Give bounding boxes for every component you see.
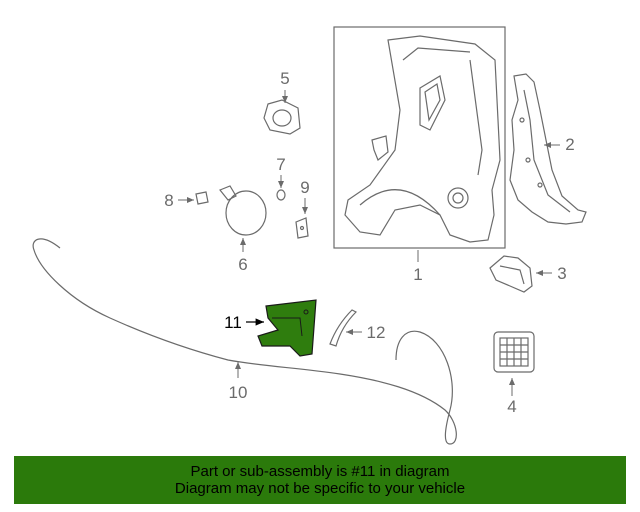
callout-6: 6 xyxy=(238,255,247,274)
part-2-inner-pillar xyxy=(509,73,587,225)
info-banner: Part or sub-assembly is #11 in diagram D… xyxy=(14,456,626,504)
callout-1: 1 xyxy=(413,265,422,284)
part-1-quarter-panel xyxy=(333,26,506,249)
part-12-strip xyxy=(329,309,358,347)
callout-7: 7 xyxy=(276,155,285,174)
callout-11: 11 xyxy=(224,313,242,332)
banner-line-2: Diagram may not be specific to your vehi… xyxy=(174,480,466,497)
part-4-vent-grille xyxy=(493,331,535,373)
callout-12: 12 xyxy=(367,323,386,342)
callout-5: 5 xyxy=(280,69,289,88)
part-5-fuel-housing xyxy=(263,99,301,135)
callout-8: 8 xyxy=(164,191,173,210)
callout-10: 10 xyxy=(229,383,248,402)
part-10-release-cable xyxy=(32,238,457,445)
callout-9: 9 xyxy=(300,178,309,197)
part-8-clip xyxy=(195,191,209,205)
callout-3: 3 xyxy=(557,264,566,283)
banner-line-1: Part or sub-assembly is #11 in diagram xyxy=(190,463,450,480)
callout-2: 2 xyxy=(565,135,574,154)
parts-diagram: 1 2 3 4 5 6 7 8 9 10 11 12 xyxy=(32,26,587,445)
part-11-highlighted-bracket xyxy=(257,299,317,357)
part-3-bracket xyxy=(489,255,533,293)
part-7-bumper xyxy=(276,189,286,201)
part-6-fuel-door xyxy=(219,185,267,236)
callout-4: 4 xyxy=(507,397,516,416)
part-9-small-bracket xyxy=(295,217,309,239)
part-1-frame xyxy=(333,26,506,249)
